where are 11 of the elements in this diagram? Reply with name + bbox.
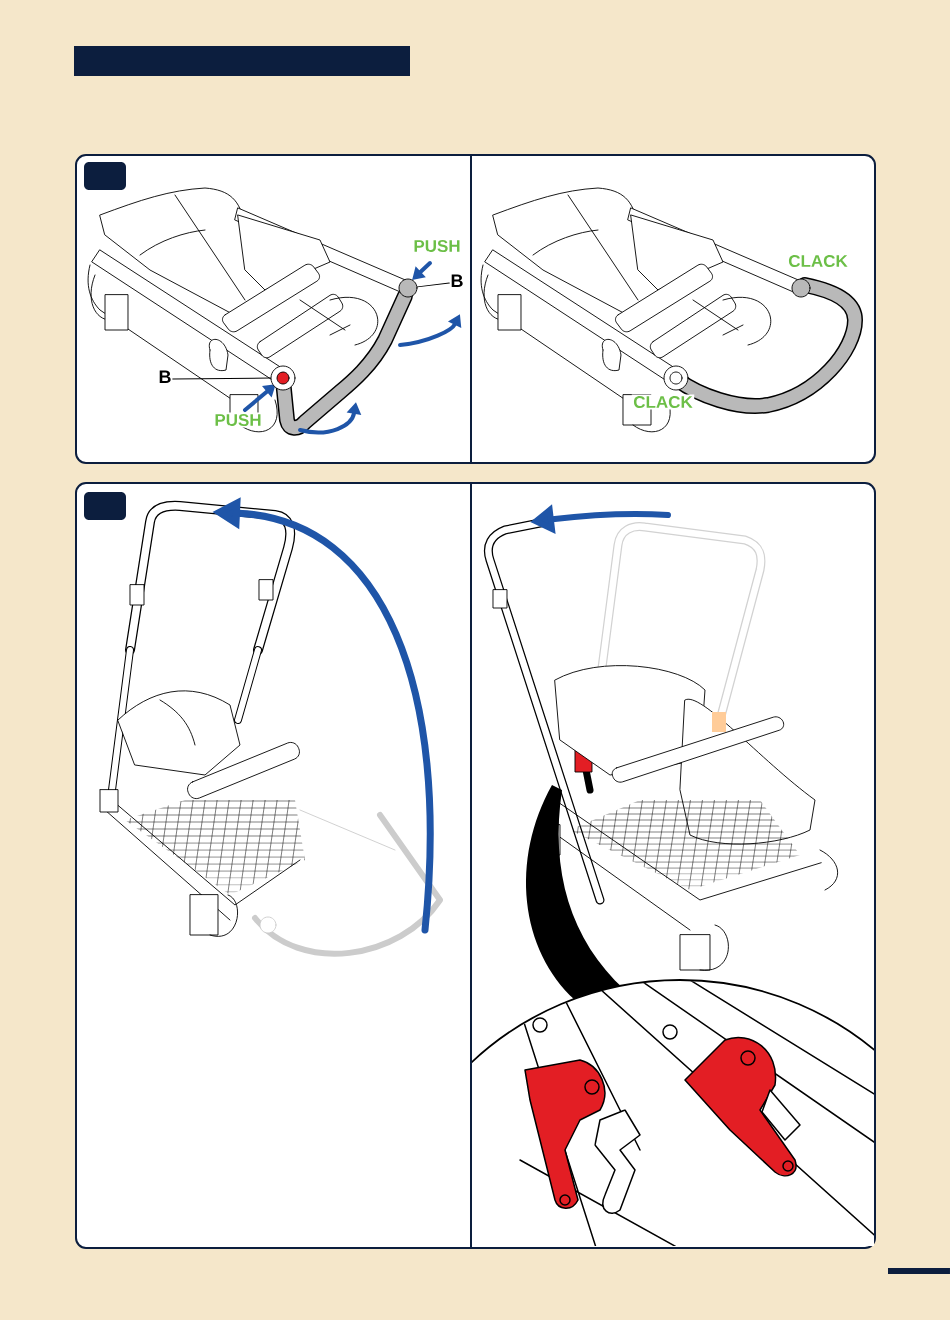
part-letter: B — [451, 274, 463, 287]
title-bar — [74, 46, 410, 76]
release-button — [270, 365, 296, 391]
leader-line — [172, 377, 272, 380]
action-word: CLACK — [786, 253, 850, 269]
action-word: CLACK — [631, 394, 695, 410]
knob — [398, 278, 418, 298]
action-word: PUSH — [411, 238, 463, 254]
part-letter: B — [159, 370, 171, 383]
action-word: PUSH — [212, 412, 264, 428]
leader-line — [416, 282, 450, 288]
